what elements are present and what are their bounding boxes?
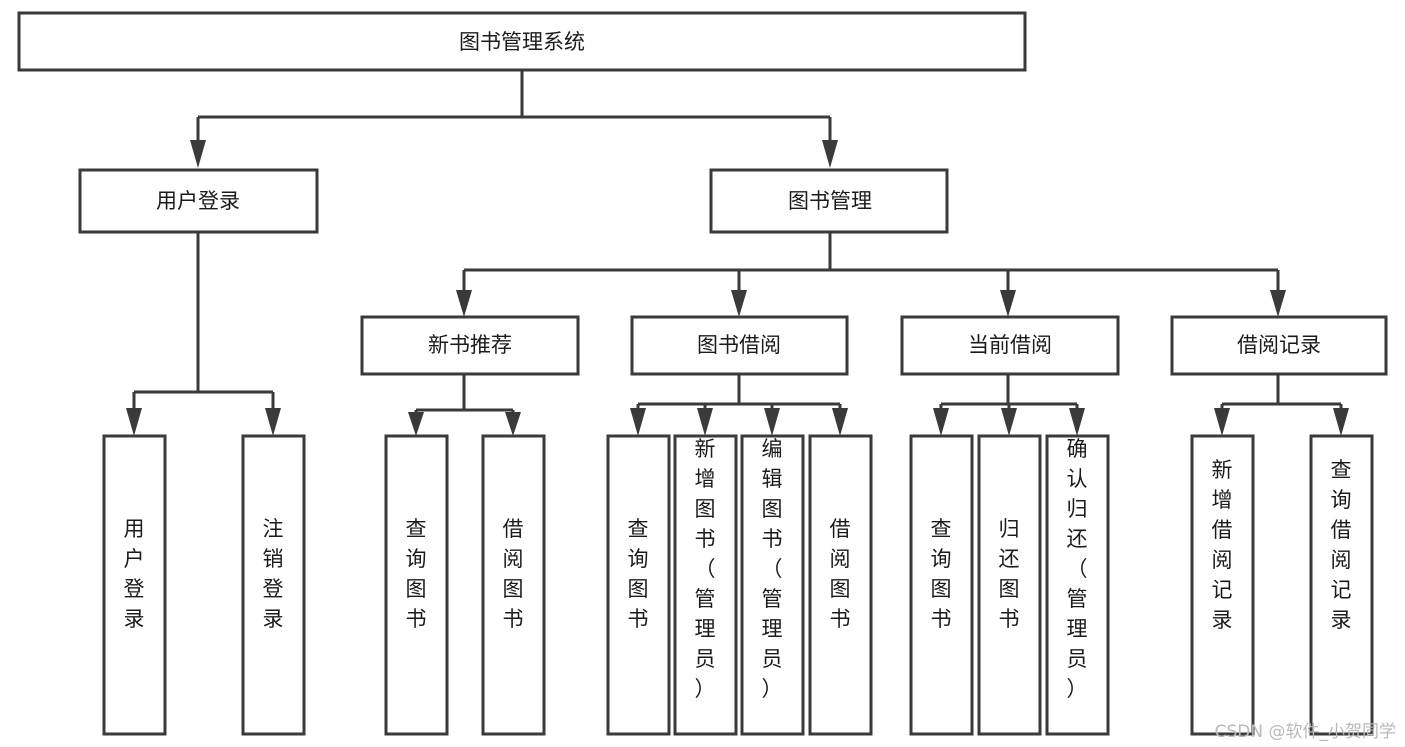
connector-group-book-borrow xyxy=(630,374,848,436)
node-borrow-record-label: 借阅记录 xyxy=(1237,333,1321,357)
leaf-book-borrow-1-box[interactable] xyxy=(606,434,671,736)
leaf-current-borrow-1-box[interactable] xyxy=(909,434,974,736)
leaf-user-login-2[interactable]: 注销登录 xyxy=(241,434,306,736)
arrow-head-current-borrow-leaf-1 xyxy=(933,408,949,436)
connector-group-book-mgmt xyxy=(456,232,1286,317)
node-root-box[interactable] xyxy=(17,11,1027,72)
connector-group-root xyxy=(190,70,838,168)
arrow-head-book-borrow-leaf-2 xyxy=(697,408,713,436)
leaf-book-borrow-4-box[interactable] xyxy=(808,434,873,736)
node-root[interactable]: 图书管理系统 xyxy=(17,11,1027,72)
node-borrow-record-box[interactable] xyxy=(1170,315,1388,376)
leaf-borrow-record-1[interactable]: 新增借阅记录 xyxy=(1190,434,1255,736)
leaf-book-borrow-1-label: 查询图书 xyxy=(628,517,649,631)
arrow-head-book-borrow-leaf-4 xyxy=(832,408,848,436)
node-book-borrow[interactable]: 图书借阅 xyxy=(630,315,849,376)
arrow-head-current-borrow-leaf-2 xyxy=(1001,408,1017,436)
leaf-borrow-record-2-label: 查询借阅记录 xyxy=(1331,458,1352,632)
node-new-book-recommend-label: 新书推荐 xyxy=(428,333,512,357)
leaf-book-borrow-3-box[interactable] xyxy=(740,434,805,736)
node-root-label: 图书管理系统 xyxy=(459,30,585,54)
csdn-watermark: CSDN @软件_小贺同学 xyxy=(1215,722,1396,742)
node-current-borrow[interactable]: 当前借阅 xyxy=(900,315,1120,376)
node-book-borrow-label: 图书借阅 xyxy=(697,333,781,357)
arrow-head-current-borrow xyxy=(1000,290,1016,317)
leaf-user-login-2-box[interactable] xyxy=(241,434,306,736)
leaf-borrow-record-1-box[interactable] xyxy=(1190,434,1255,736)
node-user-login-label: 用户登录 xyxy=(156,189,240,213)
leaf-new-book-1[interactable]: 查询图书 xyxy=(384,434,449,736)
leaf-new-book-1-box[interactable] xyxy=(384,434,449,736)
leaf-new-book-2-label: 借阅图书 xyxy=(503,517,524,631)
arrow-head-book-borrow-leaf-3 xyxy=(764,408,780,436)
node-current-borrow-box[interactable] xyxy=(900,315,1120,376)
leaf-user-login-1-box[interactable] xyxy=(102,434,167,736)
leaf-borrow-record-2-box[interactable] xyxy=(1309,434,1374,736)
node-book-management[interactable]: 图书管理 xyxy=(709,168,949,234)
leaf-new-book-1-label: 查询图书 xyxy=(406,517,427,631)
leaf-current-borrow-1-label: 查询图书 xyxy=(931,517,952,631)
node-new-book-recommend[interactable]: 新书推荐 xyxy=(360,315,580,376)
arrow-head-book-borrow xyxy=(731,290,747,317)
connector-group-user-login xyxy=(126,232,281,436)
connector-group-new-book xyxy=(408,374,521,436)
node-user-login-box[interactable] xyxy=(78,168,319,234)
arrow-head-user-login xyxy=(190,140,206,168)
leaf-user-login-1-label: 用户登录 xyxy=(124,517,145,631)
arrow-head-borrow-record-leaf-1 xyxy=(1214,408,1230,436)
leaf-new-book-2-box[interactable] xyxy=(481,434,546,736)
node-borrow-record[interactable]: 借阅记录 xyxy=(1170,315,1388,376)
leaf-current-borrow-3-box[interactable] xyxy=(1045,434,1110,736)
arrow-head-borrow-record xyxy=(1270,290,1286,317)
node-new-book-recommend-box[interactable] xyxy=(360,315,580,376)
leaf-current-borrow-3[interactable]: 确认归还（管理员） xyxy=(1045,434,1110,736)
node-book-management-label: 图书管理 xyxy=(788,189,872,213)
arrow-head-current-borrow-leaf-3 xyxy=(1069,408,1085,436)
node-current-borrow-label: 当前借阅 xyxy=(968,333,1052,357)
leaf-borrow-record-2[interactable]: 查询借阅记录 xyxy=(1309,434,1374,736)
node-book-management-box[interactable] xyxy=(709,168,949,234)
leaf-current-borrow-2-box[interactable] xyxy=(977,434,1042,736)
leaf-book-borrow-3[interactable]: 编辑图书（管理员） xyxy=(740,434,805,736)
node-book-borrow-box[interactable] xyxy=(630,315,849,376)
leaf-current-borrow-3-label: 确认归还（管理员） xyxy=(1067,437,1088,701)
arrow-head-new-book-leaf-1 xyxy=(408,412,424,436)
leaf-user-login-1[interactable]: 用户登录 xyxy=(102,434,167,736)
leaf-current-borrow-2[interactable]: 归还图书 xyxy=(977,434,1042,736)
arrow-head-user-login-leaf-2 xyxy=(265,408,281,436)
arrow-head-user-login-leaf-1 xyxy=(126,408,142,436)
leaf-borrow-record-1-label: 新增借阅记录 xyxy=(1212,458,1233,632)
leaf-book-borrow-2-label: 新增图书（管理员） xyxy=(695,437,716,701)
arrow-head-book-mgmt xyxy=(822,140,838,168)
node-user-login[interactable]: 用户登录 xyxy=(78,168,319,234)
leaf-user-login-2-label: 注销登录 xyxy=(263,517,284,631)
leaf-current-borrow-1[interactable]: 查询图书 xyxy=(909,434,974,736)
arrow-head-borrow-record-leaf-2 xyxy=(1333,408,1349,436)
arrow-head-book-borrow-leaf-1 xyxy=(630,408,646,436)
leaf-book-borrow-2[interactable]: 新增图书（管理员） xyxy=(673,434,738,736)
leaf-book-borrow-3-label: 编辑图书（管理员） xyxy=(762,437,783,701)
arrow-head-new-book xyxy=(456,290,472,317)
connector-group-current-borrow xyxy=(933,374,1085,436)
leaf-book-borrow-1[interactable]: 查询图书 xyxy=(606,434,671,736)
leaf-current-borrow-2-label: 归还图书 xyxy=(999,517,1020,631)
leaf-book-borrow-4-label: 借阅图书 xyxy=(830,517,851,631)
connector-group-borrow-record xyxy=(1214,374,1349,436)
leaf-book-borrow-2-box[interactable] xyxy=(673,434,738,736)
arrow-head-new-book-leaf-2 xyxy=(505,412,521,436)
leaf-new-book-2[interactable]: 借阅图书 xyxy=(481,434,546,736)
leaf-book-borrow-4[interactable]: 借阅图书 xyxy=(808,434,873,736)
